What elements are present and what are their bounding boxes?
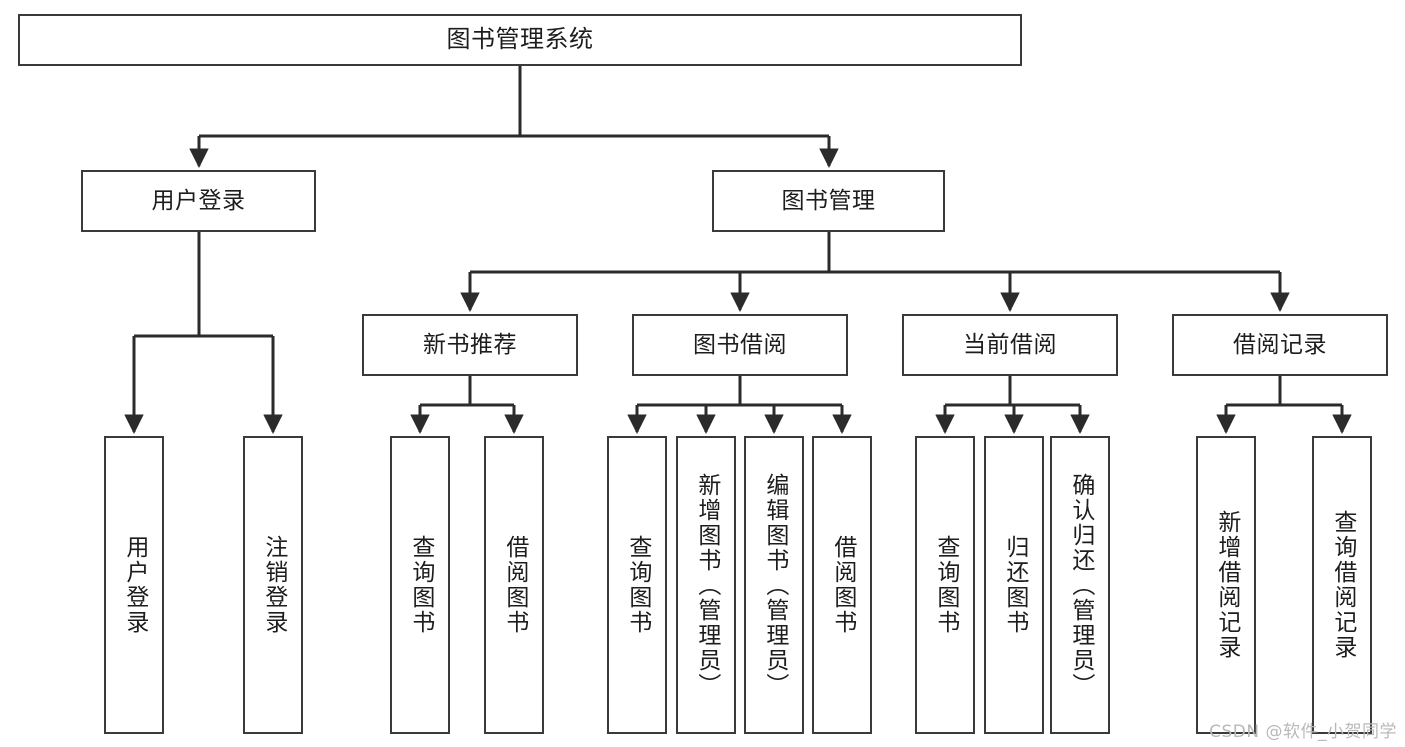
- node-label: 当前借阅: [963, 331, 1057, 358]
- node-current-borrow[interactable]: 当前借阅: [902, 314, 1118, 376]
- node-label: 新书推荐: [423, 331, 517, 358]
- node-book-management[interactable]: 图书管理: [712, 170, 945, 232]
- node-label: 查询借阅记录: [1329, 510, 1356, 660]
- node-leaf-edit-book[interactable]: 编辑图书（管理员）: [744, 436, 804, 734]
- node-leaf-add-borrow-record[interactable]: 新增借阅记录: [1196, 436, 1256, 734]
- node-label: 归还图书: [1001, 535, 1028, 635]
- node-label: 新增图书（管理员）: [693, 472, 720, 698]
- node-new-book-recommend[interactable]: 新书推荐: [362, 314, 578, 376]
- node-leaf-return-book[interactable]: 归还图书: [984, 436, 1044, 734]
- node-borrow-record[interactable]: 借阅记录: [1172, 314, 1388, 376]
- node-label: 用户登录: [151, 187, 246, 214]
- node-user-login[interactable]: 用户登录: [81, 170, 316, 232]
- node-leaf-add-book[interactable]: 新增图书（管理员）: [676, 436, 736, 734]
- node-leaf-borrow-book[interactable]: 借阅图书: [812, 436, 872, 734]
- node-label: 查询图书: [407, 535, 434, 635]
- node-leaf-borrow-book-recommend[interactable]: 借阅图书: [484, 436, 544, 734]
- node-label: 确认归还（管理员）: [1067, 472, 1094, 698]
- node-label: 用户登录: [121, 535, 148, 635]
- node-leaf-query-book-recommend[interactable]: 查询图书: [390, 436, 450, 734]
- node-label: 查询图书: [932, 535, 959, 635]
- node-label: 查询图书: [624, 535, 651, 635]
- node-label: 图书管理: [781, 187, 876, 214]
- node-label: 借阅图书: [829, 535, 856, 635]
- watermark: CSDN @软件_小贺同学: [1209, 722, 1397, 742]
- node-label: 借阅图书: [501, 535, 528, 635]
- node-leaf-user-login[interactable]: 用户登录: [104, 436, 164, 734]
- node-root-system[interactable]: 图书管理系统: [18, 14, 1022, 66]
- node-book-borrow[interactable]: 图书借阅: [632, 314, 848, 376]
- node-leaf-confirm-return[interactable]: 确认归还（管理员）: [1050, 436, 1110, 734]
- node-leaf-query-book-borrow[interactable]: 查询图书: [607, 436, 667, 734]
- node-label: 注销登录: [260, 535, 287, 635]
- node-label: 图书管理系统: [446, 25, 594, 54]
- node-leaf-query-book-current[interactable]: 查询图书: [915, 436, 975, 734]
- node-leaf-logout[interactable]: 注销登录: [243, 436, 303, 734]
- node-label: 新增借阅记录: [1213, 510, 1240, 660]
- node-label: 编辑图书（管理员）: [761, 472, 788, 698]
- node-label: 借阅记录: [1233, 331, 1327, 358]
- node-label: 图书借阅: [693, 331, 787, 358]
- node-leaf-query-borrow-record[interactable]: 查询借阅记录: [1312, 436, 1372, 734]
